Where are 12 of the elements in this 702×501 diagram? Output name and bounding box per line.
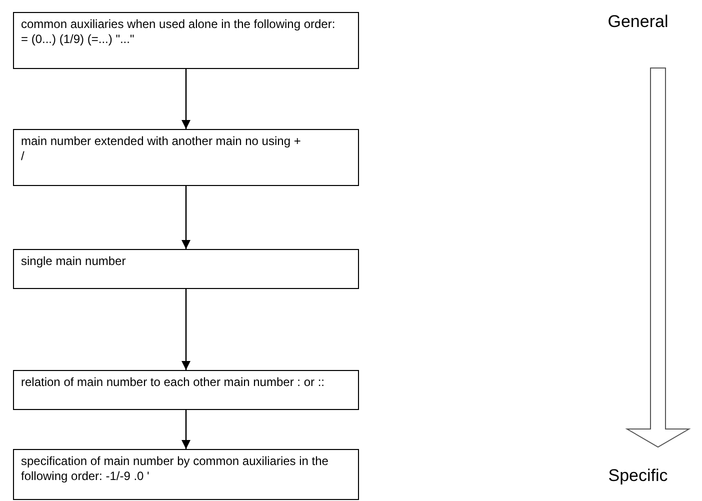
- scale-label: General: [598, 12, 678, 32]
- arrow: [182, 410, 190, 449]
- process-box: relation of main number to each other main number : or ::: [13, 370, 359, 410]
- arrow: [182, 289, 190, 370]
- process-box: main number extended with another main no using + /: [13, 129, 359, 186]
- process-box: common auxiliaries when used alone in the following order: = (0...) (1/9) (=...) "...": [13, 12, 359, 69]
- scale-label: Specific: [598, 466, 678, 486]
- block-arrow: [625, 68, 691, 448]
- process-box: specification of main number by common auxiliaries in the following order: -1/-9 .0 ': [13, 449, 359, 500]
- process-box: single main number: [13, 249, 359, 289]
- arrow: [182, 186, 190, 249]
- arrow: [182, 69, 190, 129]
